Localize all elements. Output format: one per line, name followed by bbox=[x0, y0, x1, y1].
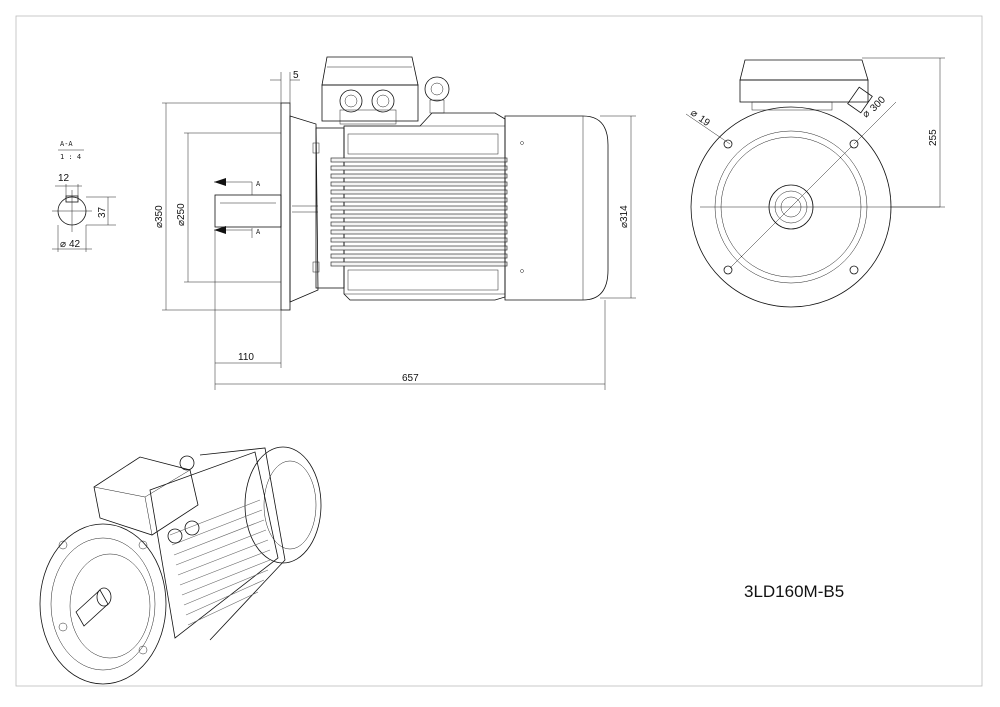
end-view: ⌀ 19 ⌀ 300 255 bbox=[685, 57, 945, 308]
lifting-eye bbox=[424, 76, 450, 114]
key-height-dim: 37 bbox=[97, 206, 108, 218]
section-label: A-A bbox=[60, 140, 73, 148]
flange-thickness-dim: 5 bbox=[293, 70, 299, 81]
overall-length-dim: 657 bbox=[402, 373, 419, 384]
bolt-hole-dim: 19 bbox=[696, 113, 712, 129]
isometric-view bbox=[39, 446, 322, 685]
terminal-box bbox=[321, 56, 419, 125]
shaft-diameter-dim: 42 bbox=[69, 239, 81, 250]
key-width-dim: 12 bbox=[58, 173, 70, 184]
svg-text:A: A bbox=[256, 180, 261, 188]
svg-text:⌀: ⌀ bbox=[619, 222, 630, 228]
height-dim: 255 bbox=[928, 129, 939, 146]
shaft-diameter-symbol: ⌀ bbox=[60, 239, 66, 250]
sheet-border bbox=[15, 15, 983, 687]
model-label: 3LD160M-B5 bbox=[744, 582, 844, 601]
spigot-diameter-dim: 250 bbox=[176, 203, 187, 220]
svg-text:⌀: ⌀ bbox=[176, 220, 187, 226]
bolt-hole-symbol: ⌀ bbox=[688, 107, 699, 119]
iso-fins bbox=[169, 499, 271, 626]
shaft-length-dim: 110 bbox=[238, 352, 254, 363]
shaft-section-view: A-A 1 : 4 12 37 ⌀ 42 bbox=[52, 140, 116, 252]
svg-text:A: A bbox=[256, 228, 261, 236]
section-scale: 1 : 4 bbox=[60, 153, 81, 161]
cooling-fins bbox=[330, 157, 508, 267]
flange-diameter-dim: 350 bbox=[154, 205, 165, 222]
side-view: A A bbox=[154, 56, 636, 390]
svg-text:⌀: ⌀ bbox=[154, 222, 165, 228]
body-diameter-dim: 314 bbox=[619, 205, 630, 222]
section-arrows: A A bbox=[214, 178, 261, 238]
